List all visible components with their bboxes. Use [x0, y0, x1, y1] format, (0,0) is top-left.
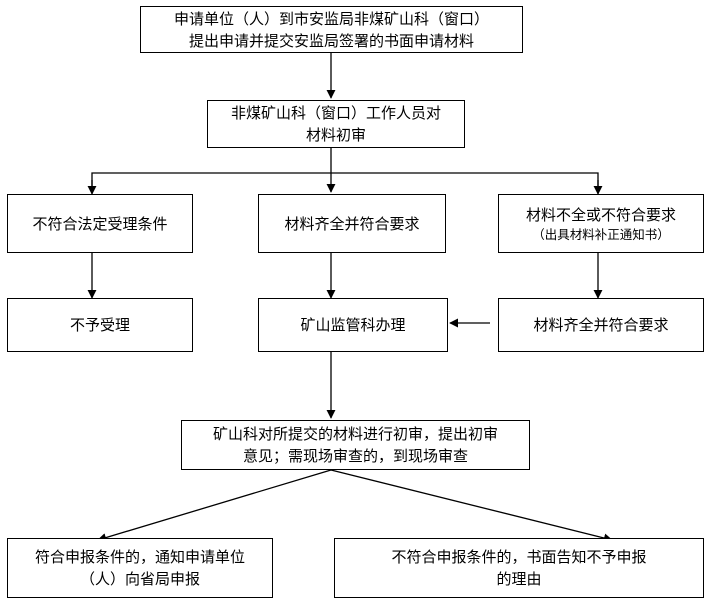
on-site-review-box: 矿山科对所提交的材料进行初审，提出初审 意见；需现场审查的，到现场审查 [181, 420, 530, 470]
on-site-review-line1: 矿山科对所提交的材料进行初审，提出初审 [212, 425, 498, 443]
mine-supervision-box: 矿山监管科办理 [258, 298, 448, 352]
reject-box: 不予受理 [7, 298, 193, 352]
initial-review-box: 非煤矿山科（窗口）工作人员对 材料初审 [207, 100, 465, 148]
initial-review-line2: 材料初审 [305, 126, 366, 144]
incomplete-materials-box: 材料不全或不符合要求 （出具材料补正通知书） [498, 194, 704, 253]
qualified-line1: 符合申报条件的，通知申请单位 [34, 548, 245, 566]
qualified-box: 符合申报条件的，通知申请单位 （人）向省局申报 [7, 538, 273, 598]
complete-materials-label: 材料齐全并符合要求 [284, 214, 420, 233]
unqualified-box: 不符合申报条件的，书面告知不予申报 的理由 [334, 538, 704, 598]
incomplete-materials-note: （出具材料补正通知书） [532, 226, 670, 242]
arrow-review-to-qualified [97, 469, 332, 543]
apply-step-line1: 申请单位（人）到市安监局非煤矿山科（窗口） [173, 9, 489, 28]
mine-supervision-label: 矿山监管科办理 [300, 316, 406, 334]
split-line [91, 172, 599, 192]
incomplete-materials-line1: 材料不全或不符合要求 [525, 205, 676, 224]
arrow-review-to-unqualified [330, 469, 613, 543]
supplemented-label: 材料齐全并符合要求 [533, 316, 669, 334]
unqualified-line1: 不符合申报条件的，书面告知不予申报 [391, 548, 647, 566]
not-eligible-label: 不符合法定受理条件 [32, 214, 168, 233]
apply-step-line2: 提出申请并提交安监局签署的书面申请材料 [188, 31, 474, 50]
apply-step-box: 申请单位（人）到市安监局非煤矿山科（窗口） 提出申请并提交安监局签署的书面申请材… [140, 6, 523, 53]
unqualified-line2: 的理由 [496, 570, 542, 588]
not-eligible-box: 不符合法定受理条件 [7, 194, 193, 253]
supplemented-box: 材料齐全并符合要求 [498, 298, 704, 352]
reject-label: 不予受理 [69, 316, 130, 334]
complete-materials-box: 材料齐全并符合要求 [258, 194, 446, 253]
qualified-line2: （人）向省局申报 [79, 570, 200, 588]
initial-review-line1: 非煤矿山科（窗口）工作人员对 [230, 104, 441, 122]
on-site-review-line2: 意见；需现场审查的，到现场审查 [242, 447, 468, 465]
